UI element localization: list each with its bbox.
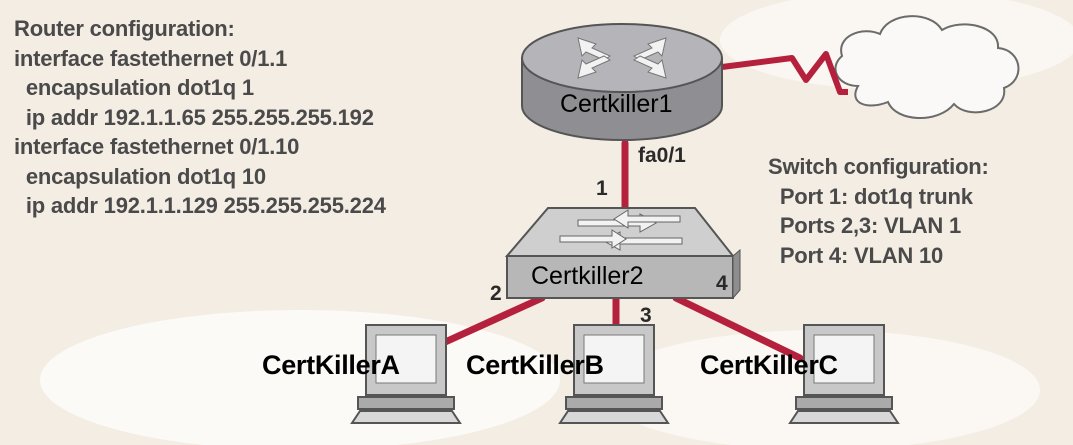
port-label-4: 4 [716, 272, 728, 295]
router-config-line: ip addr 192.1.1.65 255.255.255.192 [14, 104, 374, 130]
switch-label: Certkiller2 [531, 262, 644, 290]
pc-icon [558, 324, 670, 424]
host-label-b: CertKillerB [466, 350, 604, 380]
router-config-line: interface fastethernet 0/1.1 [14, 45, 288, 71]
switch-config-line: Port 1: dot1q trunk [768, 183, 973, 209]
router-config-line: ip addr 192.1.1.129 255.255.255.224 [14, 193, 386, 218]
router-config-line: encapsulation dot1q 1 [14, 75, 254, 100]
interface-label-fa0-1: fa0/1 [638, 144, 686, 167]
router-icon [521, 23, 723, 141]
host-label-c: CertKillerC [700, 350, 838, 380]
router-config-line: encapsulation dot1q 10 [14, 163, 266, 189]
port-label-1: 1 [596, 177, 608, 200]
pc-icon [788, 324, 900, 424]
router-config-block: Router configuration: interface fastethe… [14, 14, 386, 221]
link-switch-hostC [672, 294, 804, 362]
switch-config-line: Ports 2,3: VLAN 1 [768, 213, 962, 238]
router-config-title: Router configuration: [14, 16, 235, 41]
port-label-3: 3 [640, 304, 652, 327]
router-label: Certkiller1 [560, 90, 673, 118]
switch-config-title: Switch configuration: [768, 154, 989, 179]
switch-config-block: Switch configuration: Port 1: dot1q trun… [768, 152, 989, 270]
switch-config-line: Port 4: VLAN 10 [768, 242, 944, 268]
host-label-a: CertKillerA [262, 350, 400, 380]
pc-icon [350, 324, 462, 424]
switch-icon [504, 207, 741, 300]
wan-cloud-icon [834, 15, 1020, 119]
serial-link [721, 51, 848, 95]
port-label-2: 2 [490, 282, 502, 305]
router-config-line: interface fastethernet 0/1.10 [14, 134, 300, 159]
